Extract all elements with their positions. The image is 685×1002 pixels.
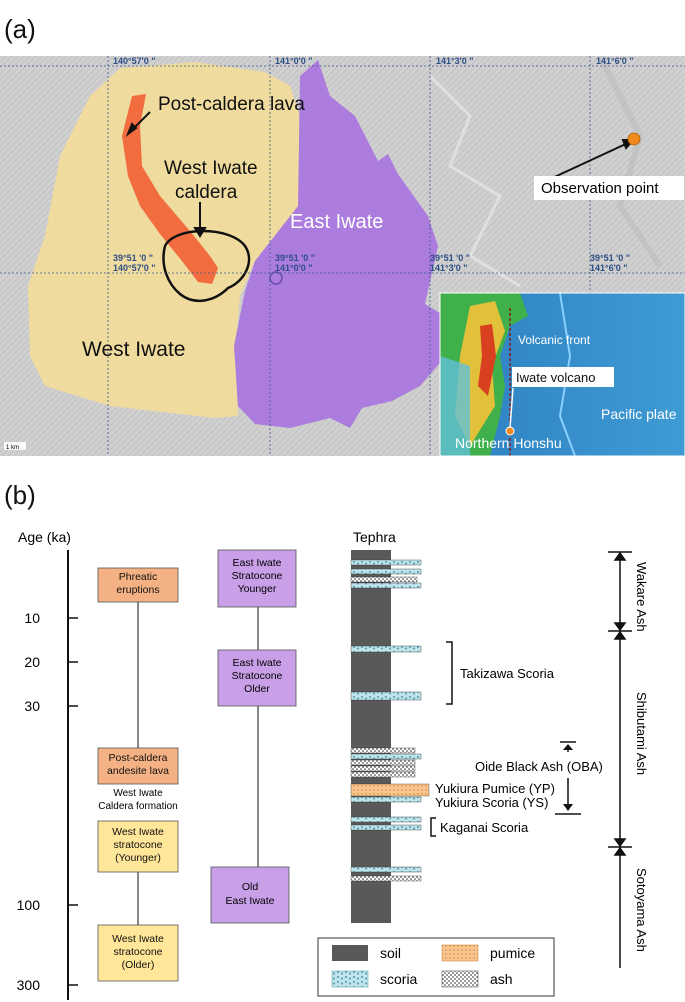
age-tick-label: 10: [24, 610, 40, 626]
soil-column: [351, 550, 391, 923]
west-iwate-stratocone-younger-label: West Iwate stratocone (Younger): [112, 826, 164, 864]
grid-mid-lon: 140°57'0 ": [113, 263, 156, 273]
west-iwate-stratocone-younger-box: [97, 820, 179, 873]
east-iwate-older-label: East Iwate: [232, 657, 281, 669]
phreatic-eruptions-label: Phreatic eruptions: [116, 571, 160, 596]
east-iwate-older-label: Stratocone: [232, 670, 283, 682]
legend-scoria-swatch: [331, 970, 369, 988]
tephra-layers: [350, 559, 430, 882]
grid-top-label: 141°3'0 ": [436, 56, 474, 66]
shaded-relief-map: 140°57'0 " 141°0'0 " 141°3'0 " 141°6'0 "…: [0, 56, 685, 456]
panel-a-label: (a): [4, 14, 36, 44]
caldera-formation-label: West Iwate: [113, 788, 163, 799]
legend-pumice-swatch: [441, 944, 479, 962]
west-iwate-caldera-label: West Iwate: [164, 158, 258, 179]
east-iwate-younger-label: Younger: [238, 583, 277, 595]
east-iwate-stratocone-older-box: [217, 649, 297, 707]
phreatic-eruptions-box: [97, 567, 179, 603]
wakare-ash-label: Wakare Ash: [634, 562, 649, 632]
age-axis-title: Age (ka): [18, 529, 71, 545]
observation-point-box: [534, 176, 684, 200]
inset-pacific-plate-label: Pacific plate: [601, 406, 677, 422]
east-iwate-older-label: Older: [244, 683, 270, 695]
east-iwate-stratocone-younger-box: [217, 549, 297, 608]
panel-b-label: (b): [4, 480, 36, 510]
inset-iwate-volcano-label: Iwate volcano: [516, 370, 596, 385]
sotoyama-ash-label: Sotoyama Ash: [634, 868, 649, 952]
post-caldera-andesite-lava-box: [97, 747, 179, 785]
east-iwate-label: East Iwate: [290, 211, 383, 233]
post-caldera-lava-label: Post-caldera lava: [158, 94, 305, 115]
west-iwate-area: [28, 62, 300, 418]
legend-ash-label: ash: [490, 971, 513, 987]
eruption-history-diagram: Age (ka) 10 20 30 100 300 Phreatic erupt…: [17, 529, 649, 1000]
kaganai-scoria-label: Kaganai Scoria: [440, 820, 529, 835]
grid-mid-lat: 39°51 '0 ": [590, 253, 630, 263]
takizawa-scoria-label: Takizawa Scoria: [460, 666, 555, 681]
inset-northern-honshu-label: Northern Honshu: [455, 435, 562, 451]
west-iwate-stratocone-older-box: [97, 924, 179, 982]
legend-scoria-label: scoria: [380, 971, 418, 987]
post-caldera-lava-flow: [122, 94, 218, 284]
legend-soil-swatch: [332, 945, 368, 961]
old-east-iwate-label: Old: [242, 881, 259, 893]
inset-volcanic-front-label: Volcanic front: [518, 333, 591, 347]
legend-soil-label: soil: [380, 945, 401, 961]
observation-point-marker: [627, 132, 641, 146]
grid-mid-lon: 141°0'0 ": [275, 263, 313, 273]
post-caldera-andesite-lava-label: Post-caldera andesite lava: [107, 752, 169, 777]
east-iwate-younger-label: East Iwate: [232, 557, 281, 569]
observation-point-label: Observation point: [541, 180, 659, 197]
old-east-iwate-box: [210, 866, 290, 924]
west-iwate-stratocone-older-label: West Iwate stratocone (Older): [112, 933, 164, 971]
age-tick-label: 300: [17, 977, 41, 993]
grid-top-label: 140°57'0 ": [113, 56, 156, 66]
east-iwate-area: [234, 60, 448, 428]
ash-unit-scale: [608, 551, 632, 968]
legend-ash-swatch: [441, 970, 479, 988]
oide-black-ash-label: Oide Black Ash (OBA): [475, 759, 603, 774]
grid-mid-lon: 141°6'0 ": [590, 263, 628, 273]
grid-top-label: 141°6'0 ": [596, 56, 634, 66]
grid-mid-lon: 141°3'0 ": [430, 263, 468, 273]
takizawa-bracket: [446, 641, 453, 705]
west-iwate-label: West Iwate: [82, 338, 185, 361]
legend-pumice-label: pumice: [490, 945, 535, 961]
scale-bar-label: 1 km: [6, 445, 19, 451]
grid-mid-lat: 39°51 '0 ": [113, 253, 153, 263]
yukiura-pumice-label: Yukiura Pumice (YP): [435, 781, 555, 796]
kaganai-bracket: [430, 817, 436, 837]
age-tick-label: 30: [24, 698, 40, 714]
grid-mid-lat: 39°51 '0 ": [430, 253, 470, 263]
yukiura-scoria-label: Yukiura Scoria (YS): [435, 795, 548, 810]
grid-top-label: 141°0'0 ": [275, 56, 313, 66]
east-iwate-younger-label: Stratocone: [232, 570, 283, 582]
west-iwate-caldera-label: caldera: [175, 182, 238, 203]
age-tick-label: 100: [17, 897, 41, 913]
inset-iwate-volcano-box: [512, 367, 614, 387]
caldera-formation-label: Caldera formation: [98, 801, 177, 812]
age-tick-label: 20: [24, 654, 40, 670]
old-east-iwate-label: East Iwate: [225, 895, 274, 907]
west-iwate-caldera-outline: [162, 229, 251, 303]
tephra-title: Tephra: [353, 529, 396, 545]
grid-mid-lat: 39°51 '0 ": [275, 253, 315, 263]
shibutami-ash-label: Shibutami Ash: [634, 692, 649, 775]
